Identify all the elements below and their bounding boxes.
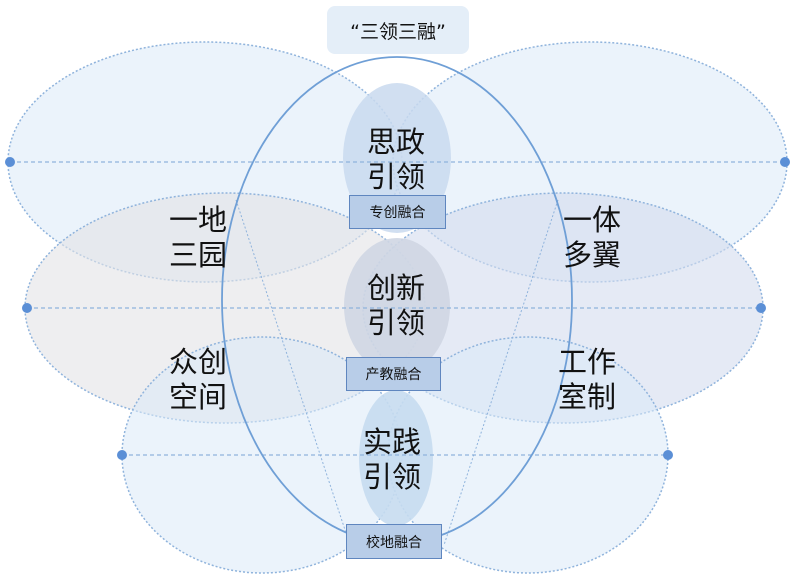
label-line: 一体 — [562, 203, 621, 237]
endpoint-dot — [5, 157, 15, 167]
center-label-practice: 实践 引领 — [332, 425, 452, 495]
diagram-title: “三领三融” — [327, 6, 469, 54]
label-line: 创新 — [366, 271, 425, 305]
label-line: 工作 — [557, 345, 616, 379]
diagonal-line-left — [235, 199, 351, 546]
label-line: 室制 — [557, 380, 616, 414]
fusion-tag-industry-education: 产教融合 — [346, 357, 441, 391]
label-line: 空间 — [168, 380, 227, 414]
label-line: 引领 — [362, 460, 421, 494]
label-line: 三园 — [168, 238, 227, 272]
center-label-ideology: 思政 引领 — [336, 125, 456, 195]
endpoint-dot — [780, 157, 790, 167]
label-line: 思政 — [366, 125, 425, 159]
fusion-tag-innovation-specialty: 专创融合 — [349, 195, 446, 229]
endpoint-dot — [663, 450, 673, 460]
lens-middle — [344, 238, 450, 374]
diagonal-line-right — [443, 199, 559, 546]
endpoint-dot — [756, 303, 766, 313]
label-line: 多翼 — [562, 238, 621, 272]
label-line: 引领 — [366, 306, 425, 340]
label-line: 实践 — [362, 425, 421, 459]
label-line: 众创 — [168, 345, 227, 379]
side-label-one-place-three-parks: 一地 三园 — [138, 203, 258, 273]
side-label-studio-system: 工作 室制 — [527, 345, 647, 415]
label-line: 引领 — [366, 160, 425, 194]
label-line: 一地 — [168, 203, 227, 237]
endpoint-dot — [22, 303, 32, 313]
lens-bottom — [359, 390, 433, 526]
side-label-maker-space: 众创 空间 — [138, 345, 258, 415]
center-label-innovation: 创新 引领 — [336, 271, 456, 341]
fusion-tag-school-locality: 校地融合 — [346, 524, 442, 559]
side-label-one-body-many-wings: 一体 多翼 — [532, 203, 652, 273]
endpoint-dot — [117, 450, 127, 460]
